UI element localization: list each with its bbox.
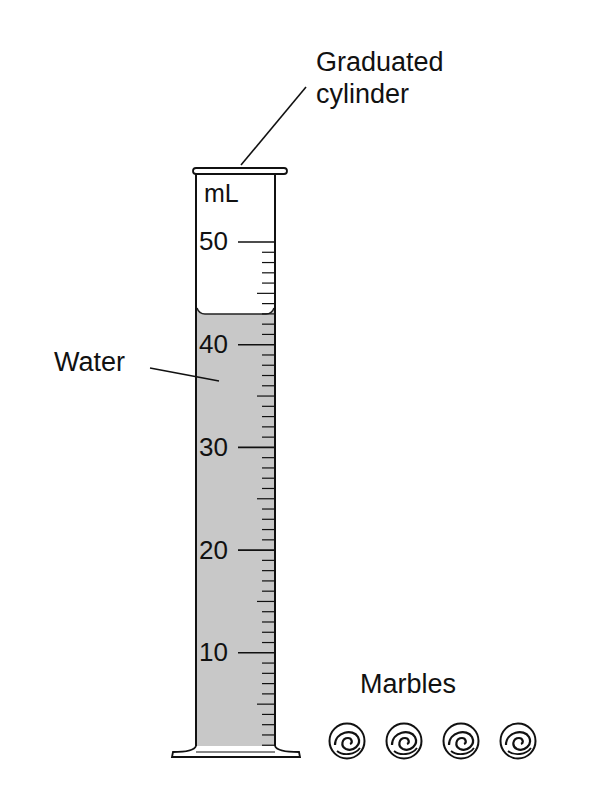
marble-swirl: [337, 748, 360, 754]
scale-number: 30: [199, 432, 228, 463]
minor-tick: [262, 437, 274, 438]
marble: [444, 724, 479, 759]
major-tick: [238, 652, 274, 654]
minor-tick: [262, 673, 274, 674]
cylinder-base: [172, 746, 300, 757]
scale-number: 50: [199, 226, 228, 257]
part-label: Water: [54, 346, 125, 378]
minor-tick: [262, 693, 274, 694]
water-fill: [197, 308, 274, 752]
minor-tick: [262, 406, 274, 407]
part-label: Graduated cylinder: [316, 46, 491, 111]
minor-tick: [262, 621, 274, 622]
minor-tick: [262, 354, 274, 355]
marbles-group: [330, 724, 536, 759]
meniscus: [197, 308, 274, 314]
cylinder-wall: [274, 173, 276, 748]
minor-tick: [262, 282, 274, 283]
minor-tick: [262, 385, 274, 386]
marble-outline: [444, 724, 479, 759]
minor-tick: [257, 704, 274, 705]
minor-tick: [262, 508, 274, 509]
major-tick: [238, 241, 274, 243]
minor-tick: [262, 560, 274, 561]
marble-swirl: [508, 748, 531, 754]
major-tick: [238, 344, 274, 346]
minor-tick: [257, 601, 274, 602]
minor-tick: [262, 570, 274, 571]
minor-tick: [257, 293, 274, 294]
cylinder-rim: [193, 168, 287, 174]
minor-tick: [262, 324, 274, 325]
marble-swirl: [394, 748, 417, 754]
scale-number: 40: [199, 329, 228, 360]
minor-tick: [262, 662, 274, 663]
minor-tick: [262, 334, 274, 335]
leader-line: [150, 368, 219, 381]
minor-tick: [262, 734, 274, 735]
marble-swirl: [449, 732, 473, 750]
unit-label: mL: [204, 178, 239, 208]
minor-tick: [262, 272, 274, 273]
minor-tick: [262, 303, 274, 304]
minor-tick: [257, 498, 274, 499]
minor-tick: [262, 262, 274, 263]
marble-swirl: [335, 732, 359, 750]
minor-tick: [257, 395, 274, 396]
minor-tick: [262, 457, 274, 458]
minor-tick: [262, 365, 274, 366]
minor-tick: [262, 416, 274, 417]
minor-tick: [262, 714, 274, 715]
minor-tick: [262, 724, 274, 725]
marble-outline: [501, 724, 536, 759]
minor-tick: [262, 519, 274, 520]
marble-swirl: [451, 748, 474, 754]
minor-tick: [262, 591, 274, 592]
part-label: Marbles: [360, 668, 456, 700]
marble-outline: [330, 724, 365, 759]
scale-number: 20: [199, 535, 228, 566]
marble-outline: [387, 724, 422, 759]
cylinder-floor: [196, 751, 275, 752]
minor-tick: [262, 632, 274, 633]
leader-line: [241, 87, 306, 165]
marble: [330, 724, 365, 759]
cylinder-wall: [195, 173, 197, 748]
minor-tick: [262, 426, 274, 427]
marble-swirl: [506, 732, 530, 750]
marble: [387, 724, 422, 759]
minor-tick: [262, 252, 274, 253]
minor-tick: [262, 580, 274, 581]
scale-number: 10: [199, 637, 228, 668]
minor-tick: [262, 611, 274, 612]
minor-tick: [262, 467, 274, 468]
marble: [501, 724, 536, 759]
major-tick: [238, 447, 274, 449]
scale-ticks: [238, 242, 274, 745]
minor-tick: [262, 478, 274, 479]
major-tick: [238, 549, 274, 551]
minor-tick: [262, 539, 274, 540]
minor-tick: [262, 683, 274, 684]
minor-tick: [262, 529, 274, 530]
minor-tick: [262, 375, 274, 376]
minor-tick: [262, 313, 274, 314]
minor-tick: [262, 488, 274, 489]
marble-swirl: [392, 732, 416, 750]
minor-tick: [262, 745, 274, 746]
minor-tick: [262, 642, 274, 643]
